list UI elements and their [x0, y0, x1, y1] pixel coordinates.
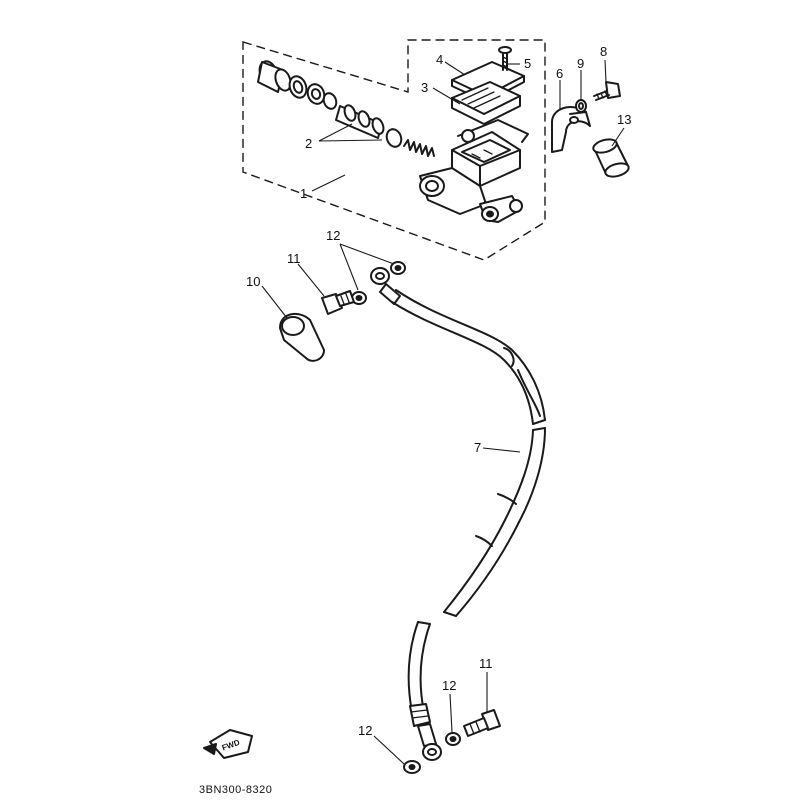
- return-spring: [403, 139, 435, 157]
- callout-12-lower-a: 12: [358, 723, 372, 738]
- cover-sleeve: [592, 138, 630, 178]
- callout-13: 13: [617, 112, 631, 127]
- callout-8: 8: [600, 44, 607, 59]
- callout-2: 2: [305, 136, 312, 151]
- piston-cup: [385, 128, 403, 148]
- washer-9: [575, 99, 587, 113]
- callout-4: 4: [436, 52, 443, 67]
- callout-6: 6: [556, 66, 563, 81]
- piston-kit: [257, 60, 435, 157]
- handlebar-holder: [551, 106, 591, 153]
- forward-direction-badge: FWD: [203, 729, 253, 759]
- callout-3: 3: [421, 80, 428, 95]
- leader-lines: [261, 59, 625, 765]
- drawing-code: 3BN300-8320: [199, 784, 272, 796]
- callout-9: 9: [577, 56, 584, 71]
- assembly-boundary: [242, 39, 546, 261]
- upper-copper-washer: [390, 261, 406, 275]
- upper-union-bolt: [321, 290, 355, 315]
- callout-10: 10: [246, 274, 260, 289]
- lower-union-bolt: [463, 709, 501, 737]
- reservoir-cap-group: [451, 46, 525, 125]
- callout-5: 5: [524, 56, 531, 71]
- lower-washer-b: [445, 732, 461, 746]
- diaphragm: [451, 81, 521, 115]
- cap-screw: [498, 46, 512, 71]
- bolt-8: [593, 81, 621, 101]
- callout-numbers: 1 2 3 4 5 6 7 8 9 10 11 11 12 12 12 13: [246, 44, 631, 738]
- callout-11-upper: 11: [287, 251, 301, 266]
- lower-washer-a: [403, 760, 421, 774]
- dust-boot: [257, 60, 292, 93]
- callout-11-lower: 11: [479, 656, 493, 671]
- callout-1: 1: [300, 186, 307, 201]
- callout-12-upper: 12: [326, 228, 340, 243]
- bolt-cap-boot: [279, 312, 325, 362]
- master-cylinder-body: [419, 119, 529, 223]
- brake-hose: [370, 267, 546, 761]
- piston: [335, 104, 385, 139]
- callout-12-lower-b: 12: [442, 678, 456, 693]
- callout-7: 7: [474, 440, 481, 455]
- o-ring: [322, 92, 338, 110]
